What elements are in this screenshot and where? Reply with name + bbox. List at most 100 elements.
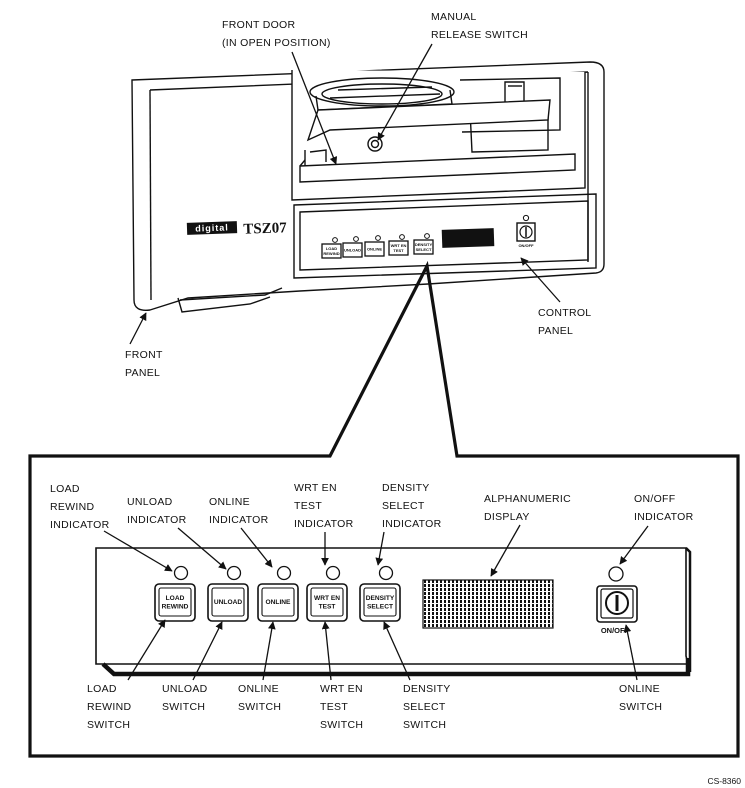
label-wrt-en-test-switch: WRT EN TEST SWITCH <box>320 683 363 731</box>
button-face <box>363 587 397 617</box>
model-name: TSZ07 <box>243 220 287 238</box>
indicator-light-unload <box>226 565 242 581</box>
svg-text:CONTROL: CONTROL <box>538 307 591 319</box>
button-wrt-en-test[interactable] <box>306 583 348 622</box>
svg-text:INDICATOR: INDICATOR <box>127 514 187 526</box>
svg-text:LOAD: LOAD <box>87 683 117 695</box>
svg-text:UNLOAD: UNLOAD <box>162 683 208 695</box>
mini-display <box>441 228 495 248</box>
button-density-select[interactable] <box>359 583 401 622</box>
label-online-switch: ONLINE SWITCH <box>238 683 281 713</box>
svg-text:TEST: TEST <box>294 500 322 512</box>
indicator-light-wrt-en-test <box>325 565 341 581</box>
svg-text:WRT EN: WRT EN <box>320 683 363 695</box>
brand-logo: digital <box>195 222 229 233</box>
svg-text:DENSITY: DENSITY <box>415 242 433 247</box>
label-load-rewind-indicator: LOAD REWIND INDICATOR <box>50 483 110 531</box>
svg-text:ALPHANUMERIC: ALPHANUMERIC <box>484 493 571 505</box>
svg-text:MANUAL: MANUAL <box>431 11 477 23</box>
label-online-indicator: ONLINE INDICATOR <box>209 496 269 526</box>
svg-text:INDICATOR: INDICATOR <box>382 518 442 530</box>
label-load-rewind-switch: LOAD REWIND SWITCH <box>87 683 131 731</box>
label-wrt-en-test-indicator: WRT EN TEST INDICATOR <box>294 482 354 530</box>
label-front-door: FRONT DOOR (IN OPEN POSITION) <box>222 19 331 49</box>
button-face <box>261 587 295 617</box>
svg-text:LOAD: LOAD <box>326 246 337 251</box>
svg-text:SWITCH: SWITCH <box>320 719 363 731</box>
svg-text:LOAD: LOAD <box>50 483 80 495</box>
button-label: SELECT <box>367 604 393 611</box>
button-group-unload: UNLOAD <box>207 565 249 622</box>
button-group-online: ONLINE <box>257 565 299 622</box>
button-label: TEST <box>319 604 336 611</box>
svg-text:(IN OPEN POSITION): (IN OPEN POSITION) <box>222 37 331 49</box>
arrow-front-panel <box>129 312 147 345</box>
svg-text:INDICATOR: INDICATOR <box>294 518 354 530</box>
svg-text:RELEASE SWITCH: RELEASE SWITCH <box>431 29 528 41</box>
svg-text:SELECT: SELECT <box>382 500 425 512</box>
svg-text:SWITCH: SWITCH <box>162 701 205 713</box>
onoff-indicator-light <box>608 566 624 582</box>
svg-text:PANEL: PANEL <box>125 367 160 379</box>
svg-text:SELECT: SELECT <box>416 247 432 252</box>
button-label: UNLOAD <box>214 599 242 606</box>
label-control-panel: CONTROL PANEL <box>538 307 591 337</box>
svg-text:ONLINE: ONLINE <box>367 247 382 252</box>
svg-text:SWITCH: SWITCH <box>619 701 662 713</box>
svg-text:DENSITY: DENSITY <box>382 482 430 494</box>
mini-button-2: ONLINE <box>364 235 385 257</box>
svg-text:SELECT: SELECT <box>403 701 446 713</box>
svg-text:PANEL: PANEL <box>538 325 573 337</box>
button-group-density-select: DENSITY SELECT <box>359 565 401 622</box>
arrow-manual-release <box>377 43 433 141</box>
button-label: LOAD <box>166 595 185 602</box>
svg-text:REWIND: REWIND <box>50 501 94 513</box>
svg-text:INDICATOR: INDICATOR <box>209 514 269 526</box>
button-load-rewind[interactable] <box>154 583 196 622</box>
alphanumeric-display <box>422 579 554 629</box>
svg-text:WRT EN: WRT EN <box>294 482 337 494</box>
label-front-panel: FRONT PANEL <box>125 349 163 379</box>
mini-power-switch: ON/OFF <box>516 214 536 248</box>
button-label: DENSITY <box>366 595 395 602</box>
svg-text:TEST: TEST <box>393 248 404 253</box>
button-face <box>310 587 344 617</box>
svg-text:WRT EN: WRT EN <box>391 243 407 248</box>
svg-text:REWIND: REWIND <box>323 251 339 256</box>
indicator-light-density-select <box>378 565 394 581</box>
svg-text:SWITCH: SWITCH <box>87 719 130 731</box>
onoff-switch: ON/OFF <box>596 566 638 635</box>
mini-onoff-label: ON/OFF <box>518 243 534 248</box>
button-label: WRT EN <box>314 595 340 602</box>
label-unload-indicator: UNLOAD INDICATOR <box>127 496 187 526</box>
zoom-callout <box>28 260 740 758</box>
button-unload[interactable] <box>207 583 249 622</box>
label-density-select-switch: DENSITY SELECT SWITCH <box>403 683 450 731</box>
svg-text:FRONT: FRONT <box>125 349 163 361</box>
indicator-light-online <box>276 565 292 581</box>
label-alphanumeric-display: ALPHANUMERIC DISPLAY <box>484 493 571 523</box>
label-manual-release: MANUAL RELEASE SWITCH <box>431 11 528 41</box>
label-density-select-indicator: DENSITY SELECT INDICATOR <box>382 482 442 530</box>
label-unload-switch: UNLOAD SWITCH <box>162 683 208 713</box>
label-online-power-switch: ONLINE SWITCH <box>619 683 662 713</box>
svg-text:INDICATOR: INDICATOR <box>634 511 694 523</box>
indicator-light-load-rewind <box>173 565 189 581</box>
button-label: ONLINE <box>266 599 292 606</box>
svg-text:ONLINE: ONLINE <box>238 683 279 695</box>
detail-leaders <box>103 524 649 681</box>
button-online[interactable] <box>257 583 299 622</box>
svg-text:SWITCH: SWITCH <box>403 719 446 731</box>
svg-text:FRONT DOOR: FRONT DOOR <box>222 19 296 31</box>
mini-button-1: UNLOAD <box>342 236 363 258</box>
svg-text:INDICATOR: INDICATOR <box>50 519 110 531</box>
unit-badge: digital TSZ07 <box>186 220 287 238</box>
onoff-label: ON/OFF <box>601 626 630 635</box>
button-group-wrt-en-test: WRT EN TEST <box>306 565 348 622</box>
figure-code: CS-8360 <box>707 776 741 786</box>
button-face <box>211 587 245 617</box>
